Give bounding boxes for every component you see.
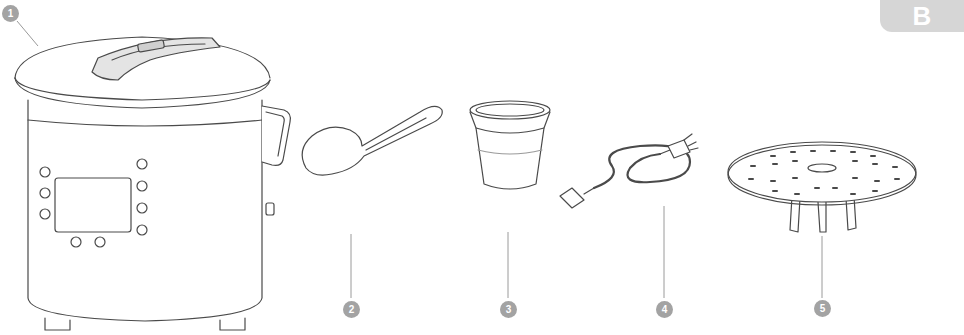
section-tab: B <box>880 0 964 32</box>
callout-number: 2 <box>343 301 360 318</box>
measuring-cup <box>470 101 550 189</box>
callout-number: 1 <box>2 5 19 22</box>
leader-lines <box>17 21 822 298</box>
callout-number: 3 <box>500 301 517 318</box>
callout-number: 5 <box>814 300 831 317</box>
power-cord <box>560 134 698 208</box>
rack-holes <box>748 150 900 195</box>
steam-rack <box>728 142 916 232</box>
section-letter: B <box>913 3 932 29</box>
pressure-cooker <box>15 37 290 330</box>
rice-spoon <box>302 106 442 175</box>
callout-number: 4 <box>656 301 673 318</box>
